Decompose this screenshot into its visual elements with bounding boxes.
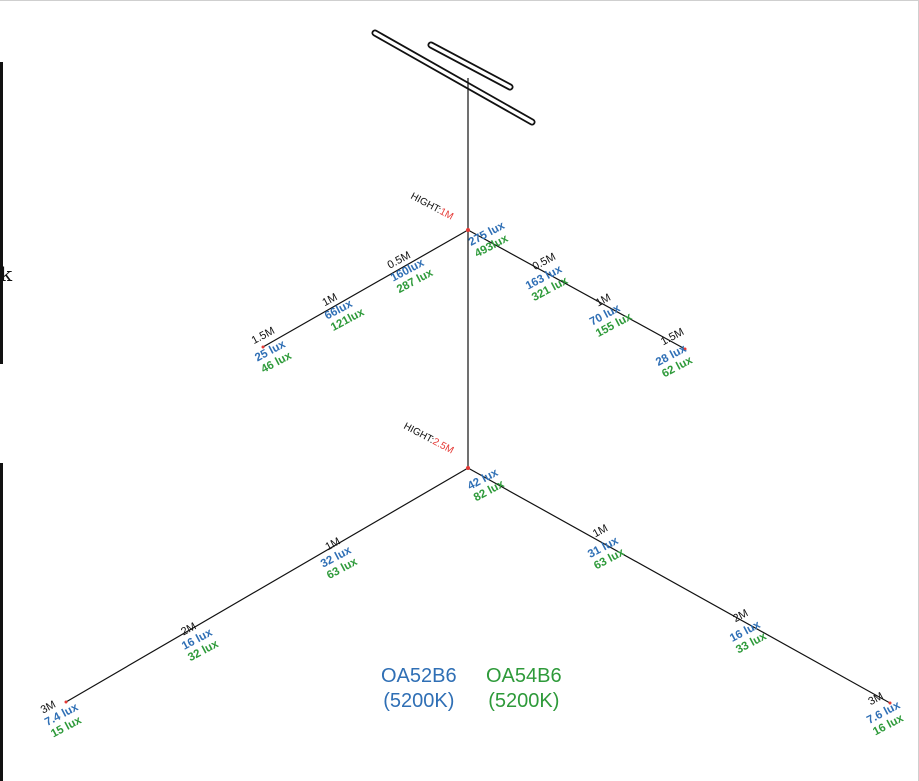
lower-left-axis	[65, 467, 469, 703]
upper-left-point-2: 1M 66lux 121lux	[320, 291, 366, 334]
legend-green-model: OA54B6	[486, 665, 562, 687]
legend-blue-model: OA52B6	[381, 665, 457, 687]
legend-green-temp: (5200K)	[488, 690, 560, 712]
lower-origin-point	[466, 466, 470, 470]
lower-right-point-1: 1M 31 lux 63 lux	[586, 522, 627, 572]
upper-left-end-point	[261, 345, 265, 349]
upper-left-point-1: 0.5M 160lux 287 lux	[385, 249, 435, 295]
lower-right-end-point	[888, 701, 892, 705]
legend-blue-temp: (5200K)	[383, 690, 455, 712]
upper-right-point-1: 0.5M 163 lux 321 lux	[524, 251, 571, 304]
upper-left-axis	[262, 229, 469, 348]
lower-left-point-2: 2M 16 lux 32 lux	[179, 621, 221, 665]
legend-blue: OA52B6 (5200K)	[381, 664, 457, 714]
upper-right-point-3: 1.5M 28 lux 62 lux	[654, 326, 695, 380]
upper-center-readout: 275 lux 493lux	[467, 219, 511, 260]
luminaire-icon	[371, 29, 536, 126]
lower-left-end-point	[64, 700, 68, 704]
upper-hight-label: HIGHT:1M	[409, 191, 455, 223]
top-border	[0, 0, 919, 1]
upper-origin-point	[466, 228, 470, 232]
lower-left-point-3: 3M 7.4 lux 15 lux	[39, 699, 84, 741]
lower-right-axis	[467, 467, 891, 704]
legend-green: OA54B6 (5200K)	[486, 664, 562, 714]
lower-right-point-3: 3M 7.6 lux 16 lux	[865, 690, 906, 738]
lower-hight-label: HIGHT:2.5M	[402, 421, 456, 457]
upper-right-point-2: 1M 70 lux 155 lux	[588, 292, 635, 340]
upper-right-end-point	[683, 347, 687, 351]
lower-right-dist-2: 2M	[731, 607, 750, 625]
left-edge-bar-upper	[0, 62, 3, 364]
side-text-fragment: k	[0, 262, 13, 286]
left-edge-bar-lower	[0, 463, 3, 781]
lower-center-readout: 42 lux 82 lux	[466, 466, 507, 504]
upper-right-axis	[467, 229, 686, 350]
lower-right-dist-3: 3M	[866, 690, 885, 708]
lower-left-point-1: 1M 32 lux 63 lux	[319, 535, 360, 581]
upper-left-point-3: 1.5M 25 lux 46 lux	[250, 325, 295, 376]
